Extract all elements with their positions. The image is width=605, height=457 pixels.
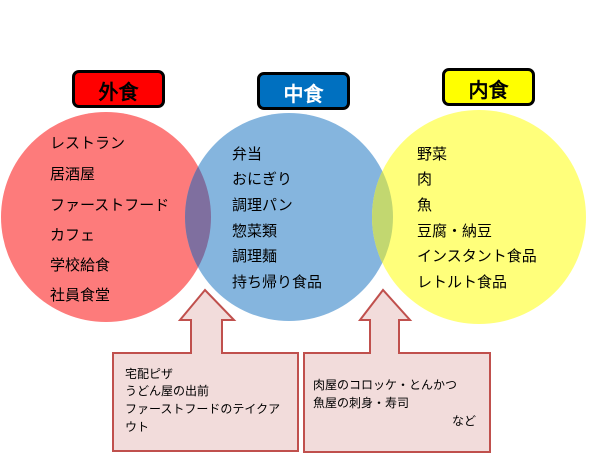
middle-item: おにぎり [232,170,293,188]
outside-item: レストラン [50,134,126,152]
callout-line: 肉屋のコロッケ・とんかつ [313,378,458,392]
middle-item: 持ち帰り食品 [232,273,323,291]
outside-circle [1,112,211,322]
middle-label: 中食 [257,72,350,110]
inside-item: 肉 [417,170,433,188]
callout-line: 魚屋の刺身・寿司 [313,396,410,410]
callout-line: ファーストフードのテイクア [125,402,281,416]
inside-item: 野菜 [417,145,448,163]
outside-label: 外食 [72,70,165,108]
outside-item: カフェ [50,226,96,244]
outside-item: 学校給食 [50,256,111,274]
middle-item: 弁当 [232,145,263,163]
inside-item: 豆腐・納豆 [417,222,493,240]
callout-line: 宅配ピザ [125,367,174,381]
callout-suffix: など [452,414,477,428]
middle-item: 惣菜類 [232,222,278,240]
middle-item: 調理麺 [232,247,278,265]
inside-circle [372,110,586,324]
callout-line: うどん屋の出前 [125,384,210,398]
middle-circle [185,113,393,321]
left-callout-arrow [112,288,299,452]
callout-line: ウト [125,420,150,434]
right-callout-arrow [303,288,491,453]
outside-item: 居酒屋 [50,165,96,183]
outside-item: ファーストフード [50,196,170,214]
inside-item: 魚 [417,196,433,214]
inside-label: 内食 [442,68,535,106]
inside-item: インスタント食品 [417,247,537,265]
outside-item: 社員食堂 [50,286,111,304]
middle-item: 調理パン [232,196,293,214]
inside-item: レトルト食品 [417,273,508,291]
